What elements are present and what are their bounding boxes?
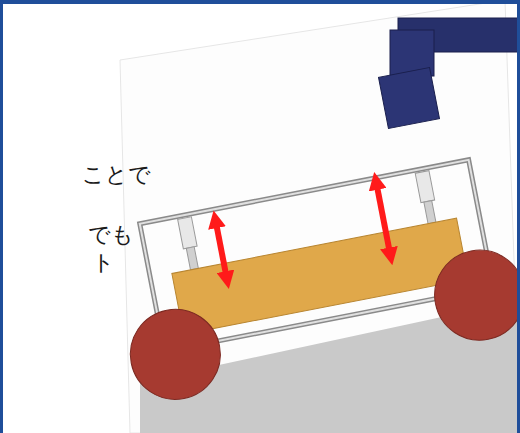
slide-border [0, 0, 520, 4]
slide-border [0, 0, 3, 433]
slide-border [517, 0, 520, 433]
motion-arrow [376, 181, 391, 257]
arm [379, 18, 520, 128]
body-text: ト [92, 250, 115, 276]
body-text: でも [88, 222, 134, 248]
body-box [172, 218, 469, 334]
wheel [123, 302, 229, 408]
motion-arrow [215, 219, 227, 280]
wheel [427, 242, 520, 348]
body-text: ことで [82, 162, 151, 188]
picture-frame [120, 0, 520, 433]
